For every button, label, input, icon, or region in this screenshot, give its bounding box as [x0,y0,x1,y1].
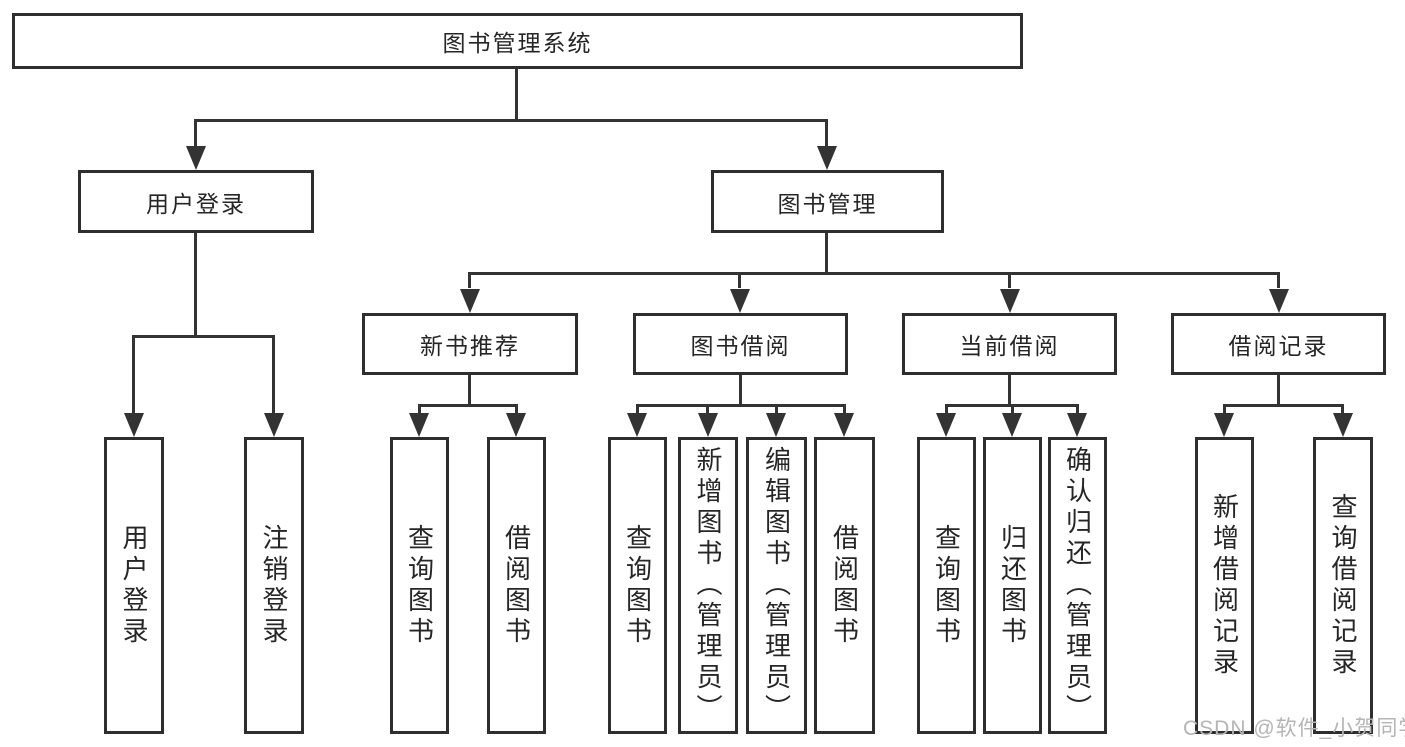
arrow-down-icon [1269,289,1289,313]
arrow-down-icon [1333,413,1353,437]
node-new-book-recommendation: 新书推荐 [362,313,578,375]
connector-current-drop [1008,375,1011,406]
arrow-down-icon [817,146,837,170]
arrow-down-icon [627,413,647,437]
connector-stub [1223,404,1226,414]
connector-stub [1011,404,1014,414]
arrow-down-icon [264,413,284,437]
node-label: 图书管理系统 [442,30,593,56]
leaf-label: 归还图书 [997,523,1028,648]
leaf-label: 查询借阅记录 [1328,492,1358,679]
connector-userlogin-drop [194,233,197,337]
node-label: 借阅记录 [1228,333,1329,359]
connector-borrowing-drop [739,375,742,406]
leaf-query-borrow-record: 查询借阅记录 [1313,437,1373,734]
connector-newbook-drop [468,375,471,406]
connector-borrowing-span [636,404,845,407]
arrow-down-icon [1000,289,1020,313]
node-current-borrowing: 当前借阅 [902,313,1117,375]
connector-stub [194,119,197,151]
leaf-borrow-books-recommend: 借阅图书 [487,437,546,734]
arrow-down-icon [834,413,854,437]
arrow-down-icon [766,413,786,437]
leaf-label: 查询图书 [931,523,962,648]
node-label: 新书推荐 [420,333,520,359]
node-label: 当前借阅 [959,333,1060,359]
connector-stub [1277,272,1280,288]
connector-stub [1341,404,1344,414]
arrow-down-icon [698,413,718,437]
connector-stub [636,404,639,414]
leaf-user-login: 用户登录 [104,437,164,734]
leaf-label: 查询图书 [404,523,435,648]
leaf-label: 借阅图书 [829,523,860,648]
leaf-label: 确认归还（管理员） [1062,446,1093,725]
leaf-query-books-current: 查询图书 [917,437,976,734]
arrow-down-icon [936,413,956,437]
connector-bookmgmt-drop [825,233,828,275]
connector-records-span [1223,404,1344,407]
leaf-query-books-recommend: 查询图书 [390,437,449,734]
node-borrowing-records: 借阅记录 [1171,313,1386,375]
connector-records-drop [1277,375,1280,406]
leaf-add-books-admin: 新增图书（管理员） [678,437,738,734]
leaf-label: 编辑图书（管理员） [761,446,792,725]
connector-stub [706,404,709,414]
connector-userlogin-span [132,335,274,338]
csdn-watermark: CSDN @软件_小贺同学 [1183,717,1405,740]
leaf-borrow-books-borrowing: 借阅图书 [814,437,875,734]
connector-stub [825,119,828,151]
connector-stub [843,404,846,414]
leaf-confirm-return-admin: 确认归还（管理员） [1048,437,1107,734]
connector-stub [775,404,778,414]
arrow-down-icon [1002,413,1022,437]
connector-stub [945,404,948,414]
node-book-management: 图书管理 [711,170,944,233]
connector-stub [1008,272,1011,288]
node-book-borrowing: 图书借阅 [633,313,848,375]
leaf-edit-books-admin: 编辑图书（管理员） [746,437,807,734]
node-label: 用户登录 [146,190,246,217]
leaf-label: 查询图书 [622,523,653,648]
leaf-label: 新增图书（管理员） [693,446,723,725]
leaf-add-borrow-record: 新增借阅记录 [1195,437,1254,734]
node-label: 图书管理 [777,190,878,217]
arrow-down-icon [730,289,750,313]
connector-root-span [194,119,828,122]
connector-stub [418,404,421,414]
arrow-down-icon [1214,413,1234,437]
connector-bookmgmt-span [468,272,1280,275]
arrow-down-icon [506,413,526,437]
connector-root-drop [515,69,518,121]
connector-stub [132,335,135,415]
node-user-login: 用户登录 [78,170,314,233]
leaf-label: 新增借阅记录 [1209,492,1240,679]
leaf-label: 借阅图书 [501,523,532,648]
arrow-down-icon [124,413,144,437]
leaf-return-books: 归还图书 [983,437,1042,734]
leaf-label: 注销登录 [259,523,289,648]
connector-stub [738,272,741,288]
connector-stub [468,272,471,288]
connector-stub [515,404,518,414]
connector-stub [1076,404,1079,414]
arrow-down-icon [409,413,429,437]
node-label: 图书借阅 [690,333,791,359]
arrow-down-icon [1067,413,1087,437]
leaf-label: 用户登录 [119,523,149,648]
connector-newbook-span [418,404,518,407]
leaf-logout: 注销登录 [244,437,304,734]
connector-stub [272,335,275,415]
arrow-down-icon [186,146,206,170]
leaf-query-books-borrowing: 查询图书 [608,437,667,734]
node-root-library-system: 图书管理系统 [12,13,1023,69]
arrow-down-icon [460,289,480,313]
